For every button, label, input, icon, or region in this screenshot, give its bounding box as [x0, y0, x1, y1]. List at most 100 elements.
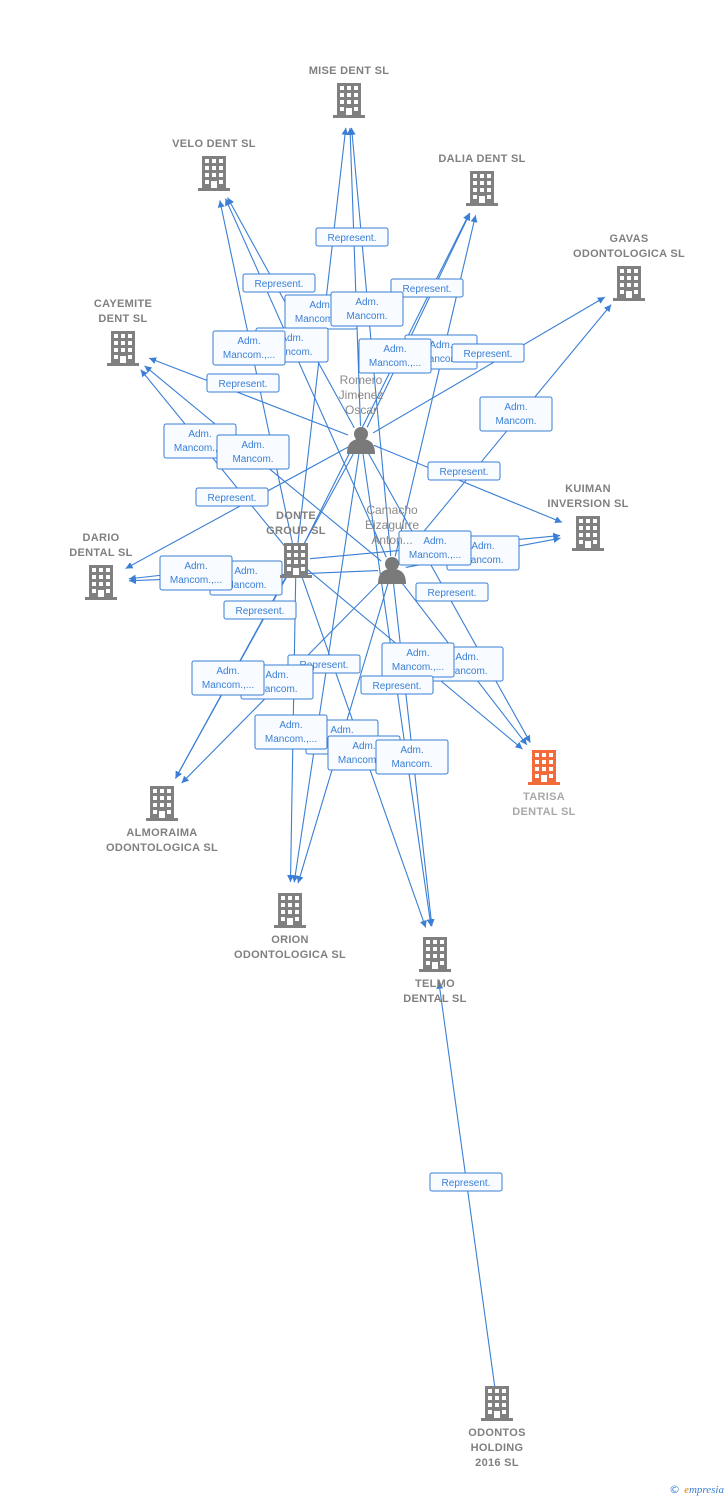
relation-label-text: Adm.: [504, 402, 527, 413]
relation-label-box: [195, 487, 269, 507]
relation-label[interactable]: Adm. Mancom.: [479, 396, 553, 432]
node-label: GAVAS: [610, 233, 649, 245]
relation-label-box: [390, 278, 464, 298]
edge-camacho-gavas: [400, 304, 612, 560]
company-node-dalia[interactable]: DALIA DENT SL: [438, 153, 525, 206]
relation-label-box: [360, 675, 434, 695]
building-icon: [280, 543, 312, 578]
relation-label[interactable]: Adm.Mancom.,...: [212, 330, 286, 366]
relation-label-box: [223, 600, 297, 620]
edges-layer: [125, 127, 612, 1390]
edge-romero-dalia: [366, 213, 471, 428]
relation-label[interactable]: Adm.Mancom.,...: [191, 660, 265, 696]
relation-label[interactable]: Adm.Mancom.: [216, 434, 290, 470]
relation-label-box: [315, 227, 389, 247]
edge-donte-velo: [217, 200, 294, 547]
edge-romero-mise: [346, 127, 362, 427]
relation-label-text: Represent.: [464, 349, 513, 360]
relation-label[interactable]: Adm.Mancom.,...: [159, 555, 233, 591]
building-icon: [107, 331, 139, 366]
brand-footer[interactable]: ©empresia: [669, 1483, 724, 1496]
edge-romero-dario: [125, 446, 349, 570]
relation-label[interactable]: Represent.: [195, 487, 269, 507]
building-icon: [572, 516, 604, 551]
relation-label[interactable]: Adm.Mancom.,...: [381, 642, 455, 678]
relation-label-text: Adm.: [400, 745, 423, 756]
node-label: TELMO: [415, 978, 455, 990]
relation-label[interactable]: Represent.: [242, 273, 316, 293]
relation-label-text: Represent.: [255, 279, 304, 290]
relation-label-text: Mancom.: [391, 759, 432, 770]
person-node-camacho[interactable]: CamachoEizaguirreAnton...: [365, 503, 419, 584]
relation-label[interactable]: Adm.Mancom.: [330, 291, 404, 327]
relation-label-box: [330, 291, 404, 327]
relation-label-box: [206, 373, 280, 393]
node-label: ODONTOLOGICA SL: [106, 842, 218, 854]
node-label: TARISA: [523, 791, 565, 803]
relation-label[interactable]: Represent.: [390, 278, 464, 298]
relation-label-box: [429, 1172, 503, 1192]
relation-label-text: Mancom.: [271, 347, 312, 358]
copyright-icon: ©: [669, 1483, 681, 1496]
node-label: DONTE: [276, 510, 316, 522]
relation-label-box: [242, 273, 316, 293]
relation-label-text: Mancom.,...: [338, 755, 390, 766]
edge-camacho-velo: [224, 198, 387, 558]
relation-label[interactable]: Represent.: [360, 675, 434, 695]
relation-label[interactable]: Adm.Mancom.,...: [358, 338, 432, 374]
relation-label[interactable]: Adm.Mancom.,...: [254, 714, 328, 750]
relation-label[interactable]: Adm. Mancom.: [375, 739, 449, 775]
relation-label-text: Represent.: [442, 1178, 491, 1189]
relation-label-box: [159, 555, 233, 591]
relation-label[interactable]: Represent.: [429, 1172, 503, 1192]
brand-logo-text: mpresia: [688, 1484, 724, 1496]
relation-label[interactable]: Adm.Mancom.,...: [398, 530, 472, 566]
relation-label-text: Mancom.: [256, 684, 297, 695]
relation-label-text: Mancom.,...: [174, 443, 226, 454]
relation-label-box: [375, 739, 449, 775]
building-icon: [274, 893, 306, 928]
relation-label-text: Mancom.,...: [265, 734, 317, 745]
relation-label[interactable]: Represent.: [206, 373, 280, 393]
relation-label-text: Represent.: [208, 493, 257, 504]
relation-label-text: Adm.: [216, 666, 239, 677]
building-icon: [466, 171, 498, 206]
brand-logo-e: e: [684, 1484, 689, 1496]
company-node-donte[interactable]: DONTE GROUP SL: [266, 510, 326, 578]
relation-label[interactable]: Represent.: [315, 227, 389, 247]
node-label: Anton...: [371, 533, 412, 547]
relation-label-box: [216, 434, 290, 470]
relation-label-text: Mancom.,...: [223, 350, 275, 361]
relation-label-text: Mancom.,...: [170, 575, 222, 586]
relation-label[interactable]: Represent.: [427, 461, 501, 481]
relation-label[interactable]: Represent.: [223, 600, 297, 620]
relation-label-text: Represent.: [219, 379, 268, 390]
building-icon: [85, 565, 117, 600]
relation-label-box: [212, 330, 286, 366]
node-label: 2016 SL: [475, 1457, 519, 1469]
relation-label[interactable]: Represent.: [451, 343, 525, 363]
edge-donte-dalia: [301, 212, 470, 548]
relation-label-text: Mancom.: [420, 354, 461, 365]
relation-label-text: Adm.: [455, 652, 478, 663]
edge-romero-kuiman: [373, 444, 563, 523]
relation-label[interactable]: Represent.: [415, 582, 489, 602]
node-label: GROUP SL: [266, 525, 326, 537]
person-icon: [347, 427, 375, 454]
company-node-velo[interactable]: VELO DENT SL: [172, 138, 256, 191]
relation-label-text: Mancom.: [495, 416, 536, 427]
building-icon: [613, 266, 645, 301]
relation-label-text: Represent.: [300, 660, 349, 671]
company-node-mise[interactable]: MISE DENT SL: [309, 65, 390, 118]
node-label: DARIO: [83, 532, 120, 544]
